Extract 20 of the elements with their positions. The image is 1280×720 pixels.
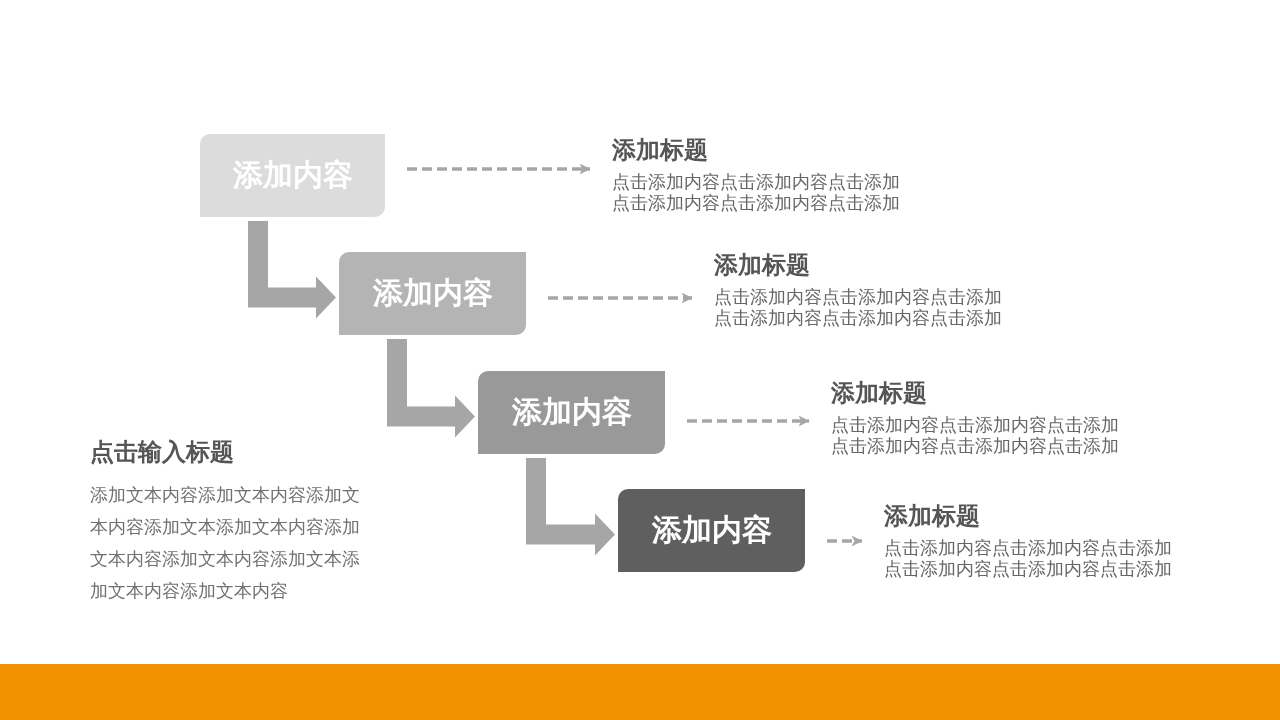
heading: 点击输入标题 (90, 438, 234, 467)
block-arrow (387, 339, 475, 438)
step-box: 添加内容 (618, 489, 805, 572)
step-heading: 添加标题 (612, 136, 708, 165)
dashed-arrow (687, 415, 810, 427)
dashed-arrow (548, 292, 693, 304)
step-heading: 添加标题 (884, 502, 980, 531)
block-arrow (248, 221, 336, 319)
step-box: 添加内容 (339, 252, 526, 335)
step-description: 点击添加内容点击添加内容点击添加点击添加内容点击添加内容点击添加 (884, 537, 1173, 579)
dashed-arrow (827, 535, 863, 547)
step-heading: 添加标题 (714, 251, 810, 280)
paragraph: 添加文本内容添加文本内容添加文本内容添加文本添加文本内容添加文本内容添加文本内容添加文本添加文本内容添加文本内容 (90, 483, 361, 603)
step-description: 点击添加内容点击添加内容点击添加点击添加内容点击添加内容点击添加 (714, 286, 1003, 328)
step-heading: 添加标题 (831, 379, 927, 408)
step-description: 点击添加内容点击添加内容点击添加点击添加内容点击添加内容点击添加 (612, 171, 901, 213)
dashed-arrow (407, 163, 591, 175)
step-description: 点击添加内容点击添加内容点击添加点击添加内容点击添加内容点击添加 (831, 414, 1120, 456)
block-arrow (526, 458, 615, 556)
step-box: 添加内容 (478, 371, 665, 454)
